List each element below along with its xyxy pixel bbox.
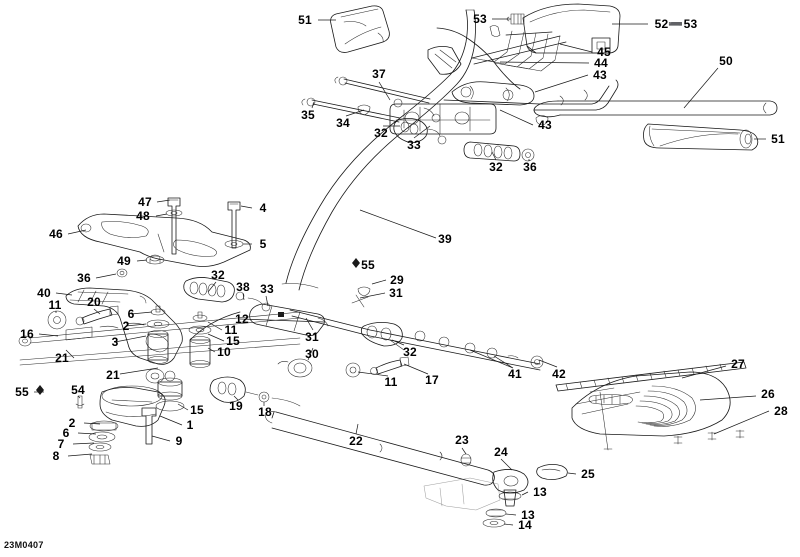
callout-5-washer: 5 (259, 237, 267, 251)
callout-28-fastener: 28 (774, 404, 788, 418)
callout-25-grommet: 25 (581, 467, 595, 481)
part-bearing-32-lower (183, 277, 271, 312)
callout-1-column-base: 1 (186, 418, 194, 432)
callout-32-bearing-d: 32 (403, 345, 417, 359)
part-column-base (75, 377, 185, 465)
callout-34-nut: 34 (336, 116, 350, 130)
callout-43-clamp-lower: 43 (538, 118, 552, 132)
callout-27-trim: 27 (731, 357, 745, 371)
callout-15-bushing-a: 15 (226, 334, 240, 348)
callout-38-bolt: 38 (236, 280, 250, 294)
part-grommet-25 (536, 464, 568, 480)
callout-47-bolt: 47 (138, 195, 152, 209)
callout-40-support-arm: 40 (37, 286, 51, 300)
callout-12-plate: 12 (235, 312, 249, 326)
callout-52-to-53: 52➖53 (654, 17, 698, 31)
callout-29-fitting: 29 (390, 273, 404, 287)
callout-11-bushing-b: 11 (224, 323, 238, 337)
callout-49-nut: 49 (117, 254, 131, 268)
diagram-code-label: 23M0407 (4, 540, 44, 550)
callout-6-washer-b: 6 (62, 426, 70, 440)
part-steering-linkage (277, 286, 544, 378)
callout-32-bearing-c: 32 (211, 268, 225, 282)
callout-51-right-grip: 51 (771, 132, 785, 146)
part-grip-right (643, 123, 759, 151)
callout-13-washer-b: 13 (521, 508, 535, 522)
callout-22-steering-rod: 22 (349, 434, 363, 448)
part-clip-53 (506, 13, 525, 25)
part-link-19-18 (209, 376, 301, 407)
callout-20-link: 20 (87, 295, 101, 309)
callout-10-spacer: 10 (217, 345, 231, 359)
part-steering-shaft (36, 258, 360, 395)
callout-24-ball-joint: 24 (494, 445, 508, 459)
callout-43-clamp-upper: 43 (593, 68, 607, 82)
callout-31-rod-b: 31 (305, 330, 319, 344)
callout-13-washer-a: 13 (533, 485, 547, 499)
callout-21-tube-b: 21 (106, 368, 120, 382)
callout-51-left-grip: 51 (298, 13, 312, 27)
callout-26-console: 26 (761, 387, 775, 401)
callout-11-bushing-c: 11 (384, 375, 398, 389)
callout-32-bearing-a: 32 (374, 126, 388, 140)
callout-36-nut-b: 36 (77, 271, 91, 285)
callout-6-washer-a: 6 (127, 307, 135, 321)
callout-11-bushing-a: 11 (48, 298, 62, 312)
callout-21-tube-a: 21 (55, 351, 69, 365)
callout-37-rod: 37 (372, 67, 386, 81)
callout-33-bolt-a: 33 (407, 138, 421, 152)
callout-15-bushing-b: 15 (190, 403, 204, 417)
callout-3-tube: 3 (111, 335, 119, 349)
part-tie-link-20 (47, 305, 119, 330)
callout-2-washer-a: 2 (122, 319, 130, 333)
leader-lines (34, 18, 770, 526)
callout-8-nut: 8 (52, 449, 60, 463)
callout-19-bearing: 19 (229, 399, 243, 413)
callout-39-handlebar: 39 (438, 232, 452, 246)
callout-7-washer: 7 (57, 437, 65, 451)
part-lower-support-arm (65, 268, 183, 365)
part-column-spacers (146, 305, 212, 368)
callout-18-nut: 18 (258, 405, 272, 419)
callout-30-joint: 30 (305, 347, 319, 361)
callout-36-nut-a: 36 (523, 160, 537, 174)
callout-55-marker-b: 55 (15, 385, 29, 399)
callout-23-nut: 23 (455, 433, 469, 447)
callout-35-rod: 35 (301, 108, 315, 122)
callout-31-rod-a: 31 (389, 286, 403, 300)
part-steering-rod-22 (265, 411, 529, 528)
callout-2-washer-b: 2 (68, 416, 76, 430)
callout-45-wiring: 45 (597, 45, 611, 59)
part-cross-tubes (18, 311, 301, 384)
callout-16-tube: 16 (20, 327, 34, 341)
callout-4-bolt: 4 (259, 201, 267, 215)
callout-44-wiring: 44 (594, 56, 608, 70)
callout-9-bolt: 9 (175, 434, 183, 448)
part-handlebar-assembly (285, 9, 778, 291)
callout-42-end: 42 (552, 367, 566, 381)
part-console-assembly (555, 361, 747, 451)
part-grip-left (330, 5, 390, 53)
part-instrument-cover (443, 3, 621, 126)
callout-14-nut: 14 (518, 518, 532, 532)
part-bearing-32-upper (463, 141, 535, 162)
callout-48-washer: 48 (136, 209, 150, 223)
callout-33-bolt-b: 33 (260, 282, 274, 296)
part-upper-mount-bracket (77, 197, 251, 267)
callout-55-marker-a: 55 (361, 258, 375, 272)
callout-17-link: 17 (425, 373, 439, 387)
callout-46-bracket: 46 (49, 227, 63, 241)
callout-50-handlebar-tube: 50 (719, 54, 733, 68)
callout-32-bearing-b: 32 (489, 160, 503, 174)
callout-41-joint: 41 (508, 367, 522, 381)
callout-53-clip-top: 53 (473, 12, 487, 26)
callout-54-pin: 54 (71, 383, 85, 397)
